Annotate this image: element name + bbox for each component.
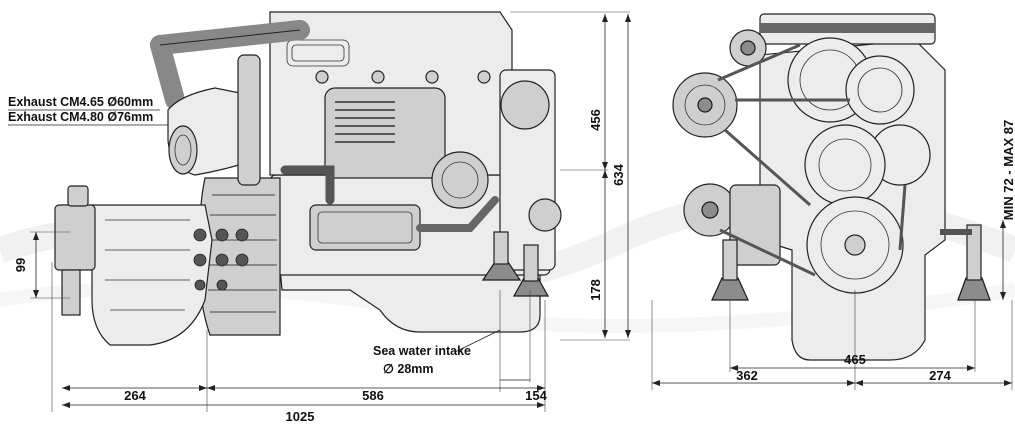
front-mount-left [711,277,749,301]
front-mount-right [957,277,991,301]
labels: Exhaust CM4.65 Ø60mm Exhaust CM4.80 Ø76m… [8,95,471,376]
exhaust-label-cm465: Exhaust CM4.65 Ø60mm [8,95,153,109]
engine-front-view [672,13,991,361]
gearbox [91,204,213,346]
dim-exhaust-height: 99 [13,258,28,272]
sea-water-intake-label: Sea water intake [373,344,471,358]
dim-right-width: 274 [929,368,951,383]
dim-exhaust-offset: 264 [124,388,146,403]
dim-lower-height: 178 [588,279,603,301]
dim-total-length: 1025 [286,409,315,424]
dim-total-height: 634 [611,163,626,185]
dim-left-width: 362 [736,368,758,383]
dim-mount-range: MIN 72 - MAX 87 [1001,120,1015,220]
dimension-lines [8,11,1013,412]
dim-block-length: 586 [362,388,384,403]
dim-mount-width: 465 [844,352,866,367]
sea-water-intake-size: ∅ 28mm [383,362,434,376]
dim-intake-offset: 154 [525,388,547,403]
dimension-values: 1025 264 586 154 99 456 634 178 362 465 … [13,109,1015,424]
output-flange [54,204,96,271]
dim-upper-height: 456 [588,109,603,131]
exhaust-label-cm480: Exhaust CM4.80 Ø76mm [8,110,153,124]
engine-side-view [54,11,562,346]
oil-sump [279,267,541,333]
